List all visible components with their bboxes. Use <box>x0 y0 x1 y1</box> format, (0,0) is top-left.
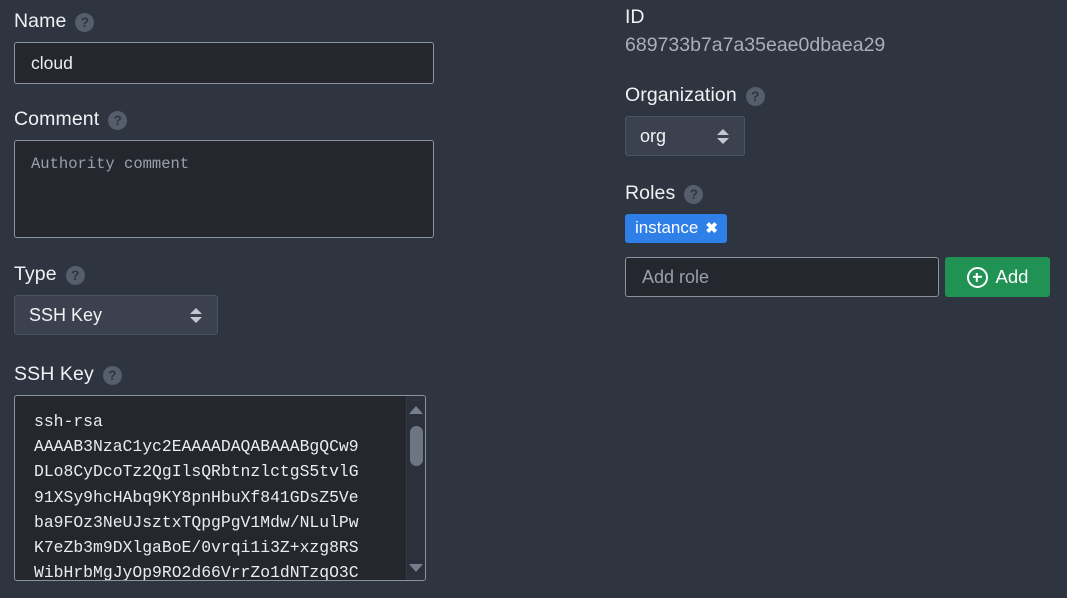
chevron-updown-icon <box>716 128 730 144</box>
roles-label: Roles <box>625 182 676 205</box>
organization-select-value: org <box>640 125 667 146</box>
help-icon[interactable]: ? <box>102 365 122 385</box>
help-icon[interactable]: ? <box>745 86 765 106</box>
close-icon[interactable]: ✖ <box>705 219 718 237</box>
organization-select[interactable]: org <box>625 116 745 156</box>
chevron-updown-icon <box>189 307 203 323</box>
id-value: 689733b7a7a35eae0dbaea29 <box>625 33 886 56</box>
role-badge-instance[interactable]: instance ✖ <box>625 214 727 243</box>
add-role-input[interactable] <box>625 257 939 297</box>
organization-label-row: Organization ? <box>625 82 1051 110</box>
field-organization: Organization ? org <box>625 82 1051 156</box>
type-select-wrap: SSH Key <box>14 295 218 335</box>
id-label: ID <box>625 6 645 28</box>
field-type: Type ? SSH Key <box>14 261 436 335</box>
name-label-row: Name ? <box>14 8 436 36</box>
add-role-button-label: Add <box>995 266 1029 287</box>
organization-select-wrap: org <box>625 116 745 156</box>
ssh-key-textarea-wrap <box>14 395 426 581</box>
role-badge-label: instance <box>635 218 699 237</box>
add-role-row: Add <box>625 257 1051 297</box>
help-icon[interactable]: ? <box>684 184 704 204</box>
add-role-button[interactable]: Add <box>945 257 1050 297</box>
ssh-key-label: SSH Key <box>14 363 94 386</box>
scroll-up-arrow-icon[interactable] <box>409 406 423 414</box>
role-badge-list: instance ✖ <box>625 214 1051 243</box>
scroll-down-arrow-icon[interactable] <box>409 564 423 572</box>
field-comment: Comment ? <box>14 106 436 238</box>
plus-circle-icon <box>966 266 988 288</box>
field-ssh-key: SSH Key ? <box>14 361 436 581</box>
ssh-key-scrollbar[interactable] <box>406 396 425 580</box>
roles-label-row: Roles ? <box>625 180 1051 208</box>
type-label: Type <box>14 263 57 286</box>
type-select-value: SSH Key <box>29 304 103 325</box>
type-select[interactable]: SSH Key <box>14 295 218 335</box>
organization-label: Organization <box>625 84 737 107</box>
left-column: Name ? Comment ? Type ? SSH Key <box>14 8 436 581</box>
scrollbar-thumb[interactable] <box>410 426 423 466</box>
comment-textarea[interactable] <box>14 140 434 238</box>
field-id: ID 689733b7a7a35eae0dbaea29 <box>625 6 1051 56</box>
right-column: ID 689733b7a7a35eae0dbaea29 Organization… <box>625 6 1051 297</box>
help-icon[interactable]: ? <box>108 110 128 130</box>
name-label: Name <box>14 10 67 33</box>
ssh-key-label-row: SSH Key ? <box>14 361 436 389</box>
field-roles: Roles ? instance ✖ Add <box>625 180 1051 297</box>
comment-label-row: Comment ? <box>14 106 436 134</box>
help-icon[interactable]: ? <box>75 12 95 32</box>
type-label-row: Type ? <box>14 261 436 289</box>
comment-label: Comment <box>14 108 100 131</box>
name-input[interactable] <box>14 42 434 84</box>
ssh-key-textarea[interactable] <box>15 396 407 580</box>
help-icon[interactable]: ? <box>65 265 85 285</box>
field-name: Name ? <box>14 8 436 84</box>
